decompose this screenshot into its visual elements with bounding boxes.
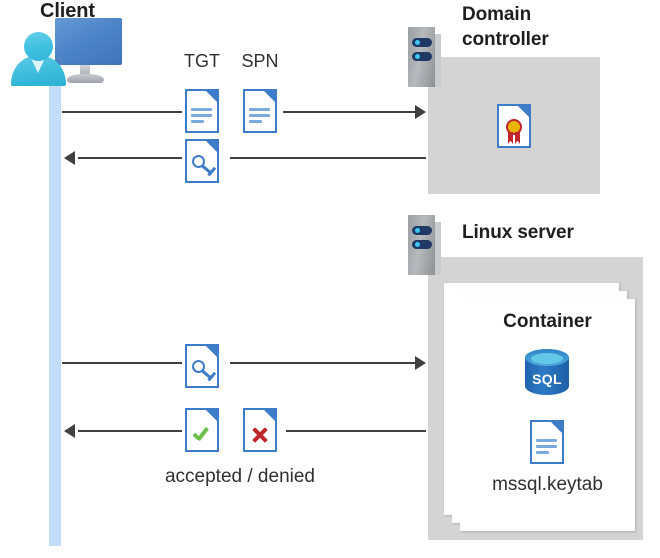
key-icon-ring xyxy=(192,155,205,168)
document-page xyxy=(530,420,564,464)
spn-label: SPN xyxy=(241,51,279,71)
linux-server-server-icon xyxy=(408,215,441,275)
keytab-document-icon xyxy=(530,420,564,464)
document-text-line xyxy=(249,120,262,123)
client-lifeline xyxy=(49,60,61,546)
server-icon-shadow xyxy=(435,222,441,275)
certificate-ribbon-right xyxy=(515,132,520,144)
spn-document-icon xyxy=(243,89,277,133)
server-icon-bar xyxy=(412,38,432,47)
document-text-line xyxy=(191,114,212,117)
accepted-denied-label: accepted / denied xyxy=(164,466,315,487)
flow-1-line-right xyxy=(283,111,416,113)
flow-3-arrowhead xyxy=(415,356,426,370)
server-icon-led xyxy=(415,242,420,247)
certificate-medal xyxy=(506,119,522,135)
user-icon-head xyxy=(24,32,53,61)
client-icon-group xyxy=(8,18,122,88)
cross-icon xyxy=(251,426,269,444)
document-text-line xyxy=(249,114,270,117)
tgt-label: TGT xyxy=(184,51,220,71)
keytab-filename-label: mssql.keytab xyxy=(492,474,603,495)
document-text-line xyxy=(536,451,549,454)
flow-4-arrowhead xyxy=(64,424,75,438)
domain-controller-title-line2: controller xyxy=(462,29,549,50)
document-text-line xyxy=(191,120,204,123)
flow-3-line-right xyxy=(230,362,416,364)
monitor-stand-base xyxy=(67,74,104,83)
key-icon-ring xyxy=(192,360,205,373)
flow-1-line-left xyxy=(62,111,182,113)
certificate-document-icon xyxy=(497,104,531,148)
flow-2-line-left xyxy=(78,157,182,159)
flow-3-line-left xyxy=(62,362,182,364)
sql-database-top-inner xyxy=(531,353,563,364)
flow-4-line-left xyxy=(78,430,182,432)
server-icon-bar xyxy=(412,226,432,235)
document-text-line xyxy=(536,439,557,442)
client-title: Client xyxy=(40,0,95,22)
key-document-icon xyxy=(185,139,219,183)
container-card-front xyxy=(460,299,635,531)
document-page xyxy=(185,89,219,133)
tgt-document-icon xyxy=(185,89,219,133)
monitor-stand-neck xyxy=(80,65,90,77)
flow-2-arrowhead xyxy=(64,151,75,165)
document-text-line xyxy=(536,445,557,448)
domain-controller-title: Domain controller xyxy=(462,2,622,52)
document-text-line xyxy=(249,108,270,111)
server-icon-led xyxy=(415,40,420,45)
sql-database-icon: SQL xyxy=(525,349,569,401)
checkmark-icon xyxy=(192,425,212,443)
domain-controller-title-line1: Domain xyxy=(462,4,532,25)
server-icon-bar xyxy=(412,52,432,61)
document-text-line xyxy=(191,108,212,111)
server-icon-bar xyxy=(412,240,432,249)
certificate-ribbon-left xyxy=(508,132,513,144)
flow-4-line-right xyxy=(286,430,426,432)
flow-1-arrowhead xyxy=(415,105,426,119)
flow-2-line-right xyxy=(230,157,426,159)
server-icon-led xyxy=(415,228,420,233)
check-document-icon xyxy=(185,408,219,452)
domain-controller-server-icon xyxy=(408,27,441,87)
container-title: Container xyxy=(503,311,592,332)
monitor-icon xyxy=(55,18,122,65)
linux-server-title: Linux server xyxy=(462,222,574,243)
sql-database-label: SQL xyxy=(532,371,562,387)
server-icon-led xyxy=(415,54,420,59)
cross-document-icon xyxy=(243,408,277,452)
key-document-icon xyxy=(185,344,219,388)
server-icon-shadow xyxy=(435,34,441,87)
